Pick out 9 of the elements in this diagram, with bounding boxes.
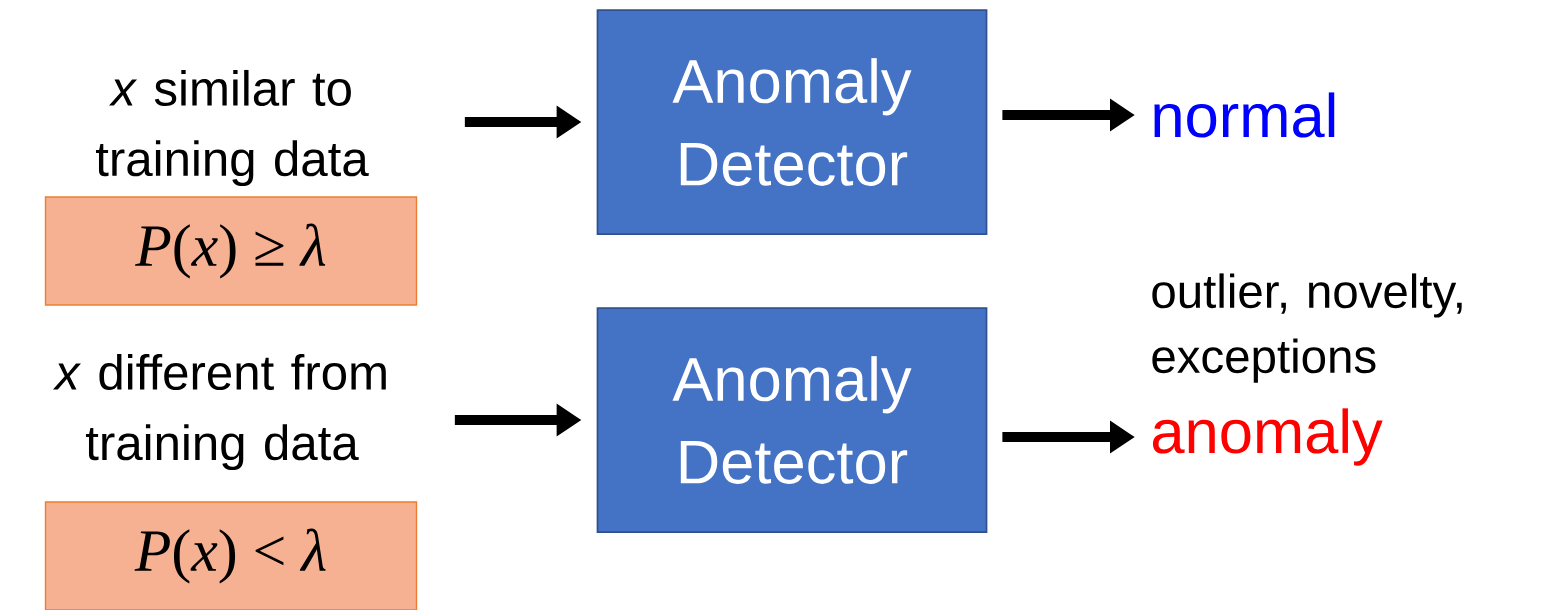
formula-box: P(x) ≥ λ [44,196,418,306]
formula-box: P(x) < λ [44,501,418,610]
output-text: normal [1154,92,1335,138]
detector-box: Anomaly Detector [596,9,988,235]
input-text: x different from training data [52,353,386,471]
beside-text: outlier, novelty, exceptions [1152,273,1462,383]
output-text: anomaly [1153,408,1383,466]
detector-box: Anomaly Detector [596,307,988,533]
input-text: x similar to training data [96,69,369,187]
